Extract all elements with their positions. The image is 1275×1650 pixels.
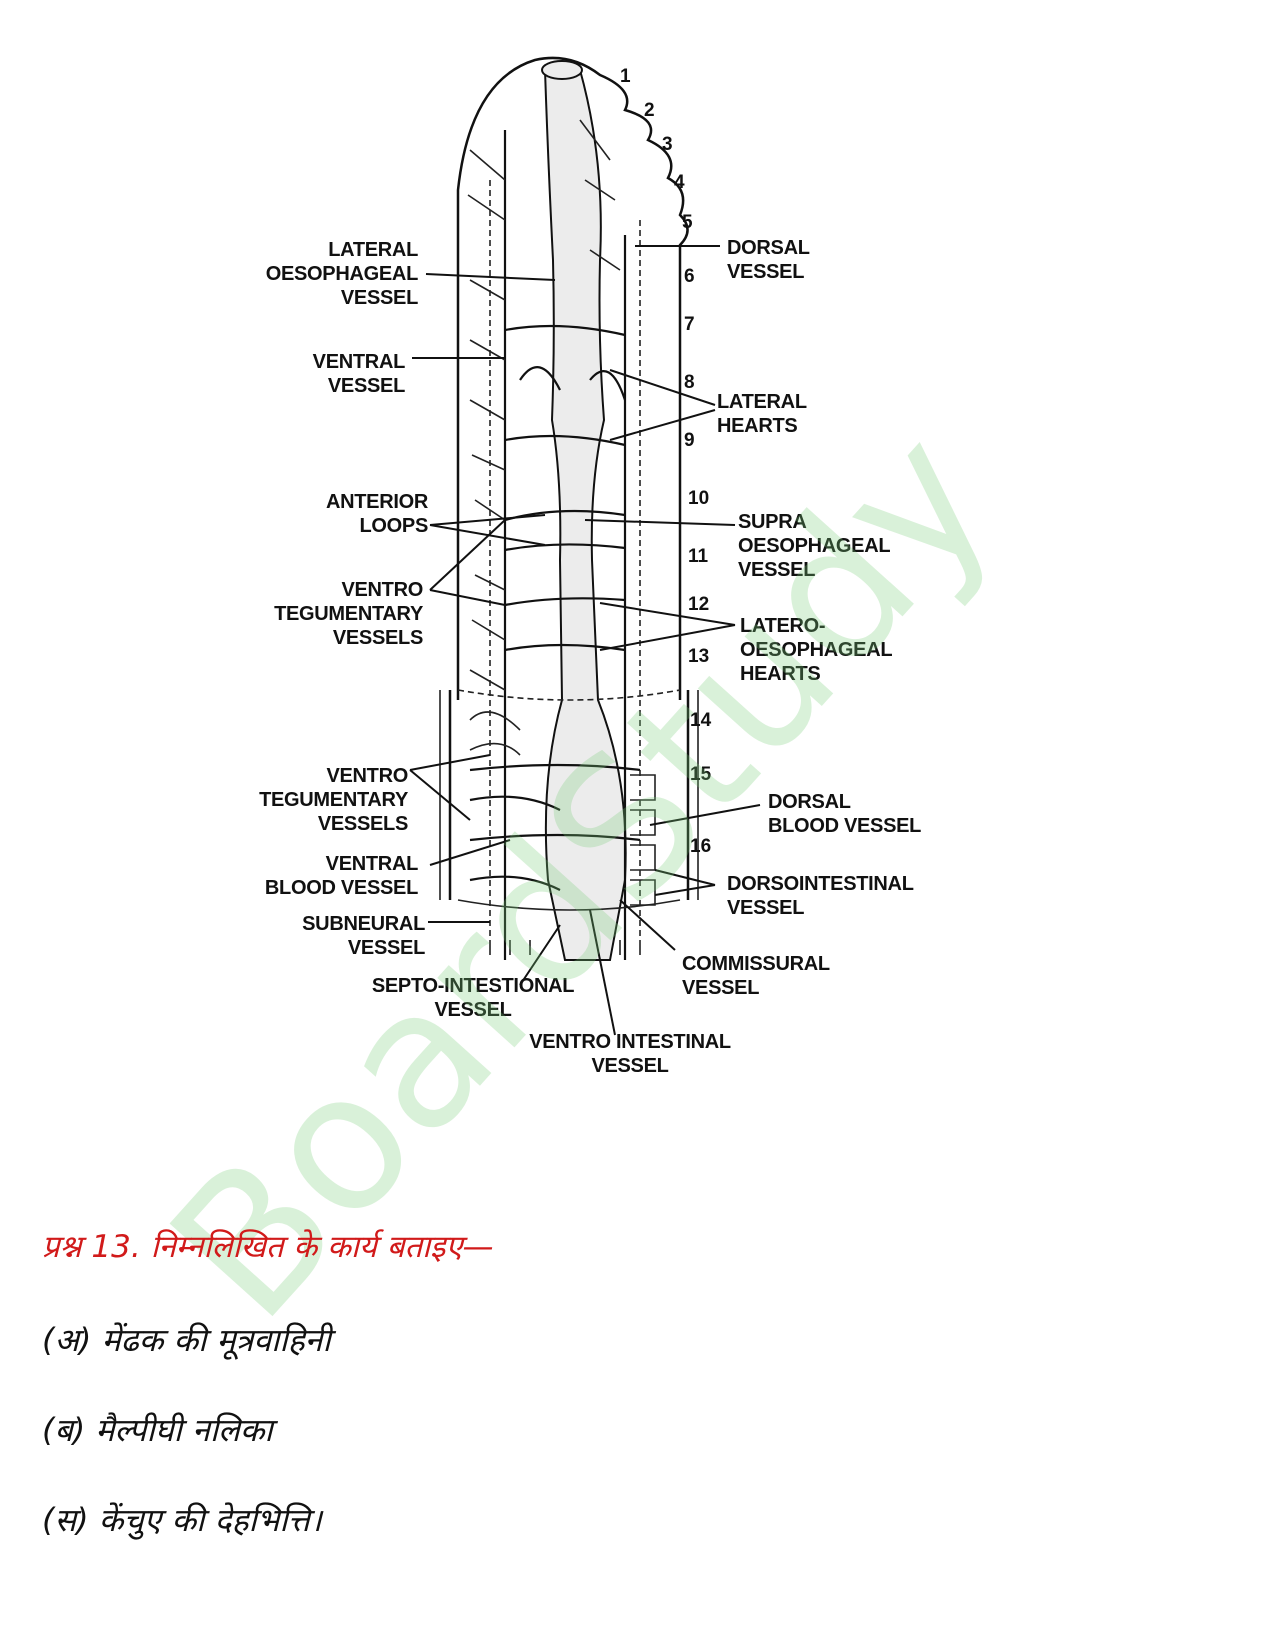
segment-number: 13 — [688, 646, 709, 667]
segment-number: 11 — [688, 546, 709, 567]
body-outline — [456, 56, 689, 700]
segment-number: 6 — [684, 266, 695, 287]
segment-number: 15 — [690, 764, 712, 785]
segment-number: 5 — [682, 212, 693, 233]
segment-number: 2 — [644, 100, 655, 121]
segment-number: 16 — [690, 836, 711, 857]
heart-loops — [504, 324, 627, 652]
segment-number: 14 — [690, 710, 712, 731]
segment-number: 1 — [620, 66, 631, 87]
question-heading: प्रश्न 13. निम्नलिखित के कार्य बताइए— — [42, 1229, 494, 1265]
segment-number: 7 — [684, 314, 695, 335]
segment-number: 9 — [684, 430, 695, 451]
posterior-loops — [469, 711, 656, 906]
segment-number: 4 — [674, 172, 685, 193]
ventro-tegumentary-branches — [467, 119, 621, 691]
question-item-c: (स) केंचुए की देहभित्ति। — [42, 1501, 322, 1539]
leader-lines — [409, 245, 761, 1036]
segment-numbers: 1 2 3 4 5 6 7 8 9 10 11 12 13 14 15 16 — [620, 66, 712, 857]
segment-number: 8 — [684, 372, 695, 393]
mouth-opening — [541, 60, 583, 80]
segment-number: 10 — [688, 488, 709, 509]
segment-number: 3 — [662, 134, 673, 155]
question-item-b: (ब) मैल्पीघी नलिका — [42, 1411, 273, 1449]
alimentary-canal — [543, 69, 627, 961]
bottom-vessels — [489, 940, 641, 955]
earthworm-circulatory-diagram: 1 2 3 4 5 6 7 8 9 10 11 12 13 14 15 16 — [259, 56, 921, 1077]
segment-number: 12 — [688, 594, 709, 615]
question-item-a: (अ) मेंढक की मूत्रवाहिनी — [42, 1321, 331, 1359]
